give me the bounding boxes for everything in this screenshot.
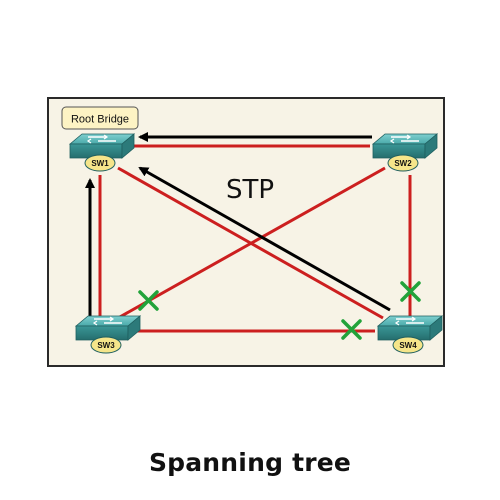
switch-badge (387, 154, 419, 172)
root-bridge-tag: Root Bridge (61, 106, 139, 130)
switch-label: SW1 (91, 159, 109, 168)
links (98, 144, 412, 333)
switch-sw4: SW4 (376, 315, 444, 354)
switch-label: SW4 (399, 341, 417, 350)
switch-badge (392, 336, 424, 354)
protocol-label: STP (226, 175, 274, 205)
root-path-arrows (85, 132, 391, 318)
switch-label: SW2 (394, 159, 412, 168)
arrow-sw4-to-sw1 (138, 166, 391, 312)
switch-badge (84, 154, 116, 172)
blocked-port-marks (138, 281, 421, 340)
root-bridge-label: Root Bridge (71, 114, 129, 126)
link-sw2-sw3 (117, 166, 386, 320)
switch-icon (74, 315, 142, 341)
switch-badge (90, 336, 122, 354)
switch-label: SW3 (97, 341, 115, 350)
caption: Spanning tree (148, 448, 352, 477)
blocked-mark-sw4-sw3 (341, 319, 362, 340)
switch-icon (68, 133, 136, 159)
switch-icon (376, 315, 444, 341)
switch-sw2: SW2 (371, 133, 439, 172)
switch-sw3: SW3 (74, 315, 142, 354)
switch-icon (371, 133, 439, 159)
switch-sw1: SW1 (68, 133, 136, 172)
blocked-mark-sw3-sw2 (138, 290, 159, 311)
blocked-mark-sw4-sw2 (400, 281, 421, 302)
